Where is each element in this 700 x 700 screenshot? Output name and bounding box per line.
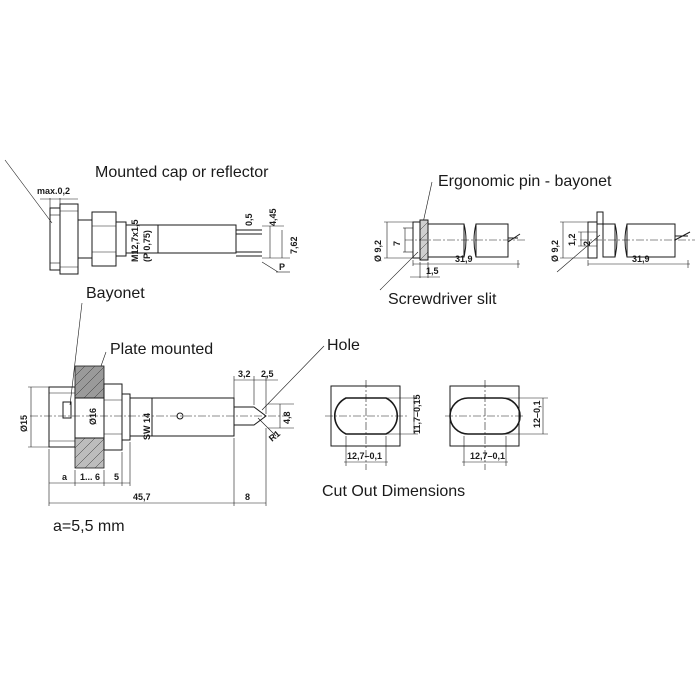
dim-dia-15: Ø15 [19,415,29,432]
dim-31-9-a: 31,9 [455,254,473,264]
label-plate-mounted: Plate mounted [110,341,213,358]
dim-31-9-b: 31,9 [632,254,650,264]
dim-4-8: 4,8 [282,411,292,424]
dim-dia-9-2-b: Ø 9,2 [550,240,560,262]
dim-7: 7 [392,241,402,246]
label-a-value: a=5,5 mm [53,518,125,535]
label-screwdriver-slit: Screwdriver slit [388,291,497,308]
mounted-cap-view: Mounted cap or reflector max.0,2 M12,7x1… [4,159,299,275]
ergonomic-pin-views: Ergonomic pin - bayonet Ø 9,2 7 1,5 31,9 [373,173,695,308]
label-cut-out: Cut Out Dimensions [322,483,465,500]
dim-r1: R1 [267,428,282,443]
dim-2: 2 [582,241,592,246]
dim-1-2: 1,2 [567,233,577,246]
dim-dia-16: Ø16 [88,408,98,425]
dim-thread: M12,7x1,5 [130,219,140,262]
dim-dia-9-2-a: Ø 9,2 [373,240,383,262]
dim-0-5: 0,5 [244,213,254,226]
dim-4-45: 4,45 [268,208,278,226]
dim-pitch: (P 0,75) [142,230,152,262]
label-bayonet: Bayonet [86,285,145,302]
dim-a: a [62,472,68,482]
label-mounted-cap: Mounted cap or reflector [95,164,269,181]
dim-45-7: 45,7 [133,492,151,502]
main-side-view: Bayonet Plate mounted Hole Ø16 SW [19,285,360,535]
dim-1-5: 1,5 [426,266,439,276]
dim-cutout-w2: 12,7–0,1 [470,451,505,461]
dim-5: 5 [114,472,119,482]
dim-2-5: 2,5 [261,369,274,379]
dim-3-2: 3,2 [238,369,251,379]
dim-range: 1... 6 [80,472,100,482]
dim-cutout-w1: 12,7–0,1 [347,451,382,461]
label-hole: Hole [327,337,360,354]
dim-max: max.0,2 [37,186,70,196]
label-ergonomic-pin: Ergonomic pin - bayonet [438,173,612,190]
dim-p: P [279,262,285,272]
cut-out-views: 11,7–0,15 12,7–0,1 12–0,1 12,7–0,1 Cut O… [322,380,548,500]
dim-sw-14: SW 14 [142,413,152,440]
dim-8: 8 [245,492,250,502]
dim-7-62: 7,62 [289,236,299,254]
dim-cutout-h2: 12–0,1 [532,400,542,428]
dim-cutout-h1: 11,7–0,15 [412,394,422,434]
